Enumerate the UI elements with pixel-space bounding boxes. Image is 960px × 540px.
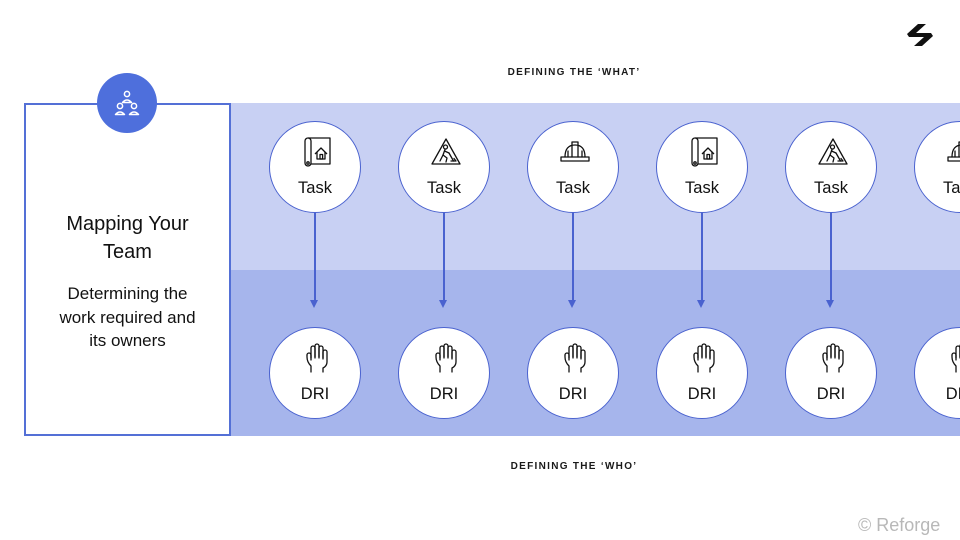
construction-worker-sign-icon bbox=[431, 138, 461, 165]
blueprint-icon bbox=[304, 137, 331, 167]
dri-label: DRI bbox=[558, 385, 588, 403]
raised-hand-icon bbox=[693, 343, 715, 373]
arrow-connector bbox=[443, 213, 445, 302]
task-label: Task bbox=[556, 179, 590, 197]
arrow-head-icon bbox=[568, 300, 576, 308]
dri-label: DRI bbox=[429, 385, 459, 403]
raised-hand-icon bbox=[951, 344, 960, 373]
defining-what-label: DEFINING THE ‘WHAT’ bbox=[507, 67, 641, 78]
dri-node: DRI bbox=[785, 327, 877, 419]
arrow-connector bbox=[314, 213, 316, 302]
arrow-connector bbox=[701, 213, 703, 302]
arrow-head-icon bbox=[826, 300, 834, 308]
dri-node: DRI bbox=[656, 327, 748, 419]
raised-hand-icon bbox=[564, 343, 586, 373]
dri-label: DRI bbox=[945, 385, 960, 403]
team-card bbox=[24, 103, 231, 436]
construction-worker-sign-icon bbox=[818, 138, 848, 165]
task-label: Task bbox=[427, 179, 461, 197]
reforge-logo-icon bbox=[907, 24, 933, 46]
card-title-line: Mapping Your bbox=[66, 213, 189, 235]
raised-hand-icon bbox=[435, 343, 457, 373]
arrow-head-icon bbox=[697, 300, 705, 308]
dri-node: DRI bbox=[398, 327, 490, 419]
arrow-head-icon bbox=[310, 300, 318, 308]
task-node: Task bbox=[527, 121, 619, 213]
task-node: Task bbox=[785, 121, 877, 213]
arrow-connector bbox=[572, 213, 574, 302]
copyright-text: © Reforge bbox=[858, 515, 941, 535]
task-label: Task bbox=[814, 179, 848, 197]
raised-hand-icon bbox=[822, 343, 844, 373]
task-node: Task bbox=[269, 121, 361, 213]
dri-label: DRI bbox=[687, 385, 717, 403]
card-description: Determining the work required and its ow… bbox=[34, 282, 221, 353]
hard-hat-icon bbox=[947, 141, 960, 162]
card-description-line: its owners bbox=[89, 331, 166, 350]
task-node: Task bbox=[656, 121, 748, 213]
card-title: Mapping Your Team bbox=[24, 210, 231, 266]
dri-node: DRI bbox=[269, 327, 361, 419]
dri-label: DRI bbox=[816, 385, 846, 403]
blueprint-icon bbox=[691, 137, 718, 167]
task-label: Task bbox=[685, 179, 719, 197]
arrow-head-icon bbox=[439, 300, 447, 308]
team-badge bbox=[97, 73, 157, 133]
dri-label: DRI bbox=[300, 385, 330, 403]
arrow-connector bbox=[830, 213, 832, 302]
raised-hand-icon bbox=[306, 343, 328, 373]
hard-hat-icon bbox=[560, 141, 590, 162]
task-label: Task bbox=[943, 179, 960, 197]
card-description-line: Determining the bbox=[67, 284, 188, 303]
dri-node: DRI bbox=[527, 327, 619, 419]
task-label: Task bbox=[298, 179, 332, 197]
team-icon bbox=[114, 90, 140, 116]
card-description-line: work required and bbox=[59, 307, 196, 327]
task-node: Task bbox=[398, 121, 490, 213]
card-title-line: Team bbox=[103, 241, 152, 263]
defining-who-label: DEFINING THE ‘WHO’ bbox=[510, 461, 638, 472]
